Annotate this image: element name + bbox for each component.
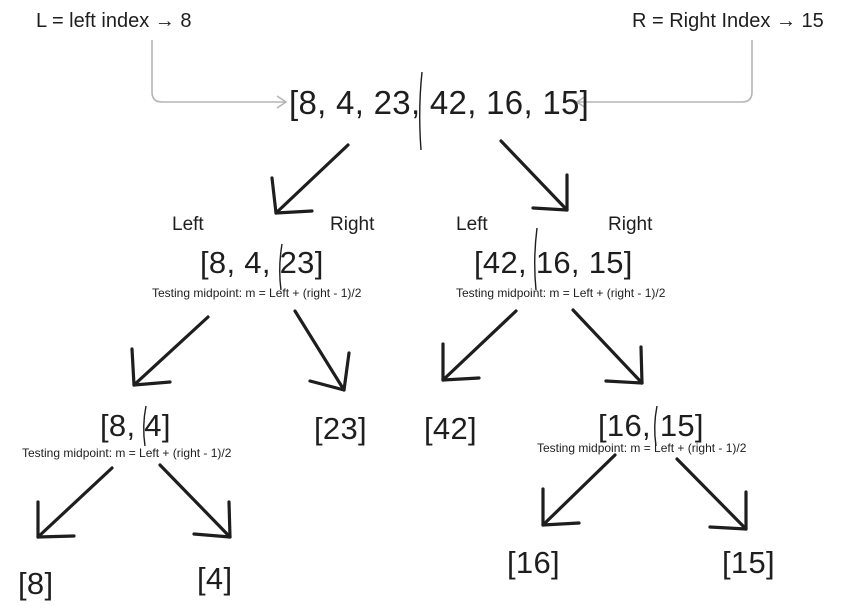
arrow-left-to-23	[293, 309, 346, 392]
right-subtree-right-label: Right	[608, 214, 653, 235]
pair-16-15-split-marker	[654, 405, 658, 447]
arrowhead-pair-to-4	[192, 500, 232, 539]
arrow-root-left	[274, 143, 350, 215]
arrowhead-left-to-23	[308, 351, 351, 392]
left-subtree-right-label: Right	[330, 214, 375, 235]
arrow-right-to-pair	[571, 308, 644, 385]
arrow-pair-to-16	[541, 453, 617, 527]
leaf-16: [16]	[507, 545, 560, 580]
arrowhead-root-left	[270, 176, 314, 215]
arrowhead-pair-to-16	[541, 487, 581, 527]
left-index-arrowhead	[276, 95, 288, 109]
right-subarray: [42, 16, 15]	[474, 245, 633, 280]
pair-16-15-array: [16, 15]	[598, 408, 704, 443]
left-subtree-left-label: Left	[172, 214, 204, 235]
right-subtree-left-label: Left	[456, 214, 488, 235]
arrowhead-left-to-pair	[130, 347, 172, 387]
pair-8-4-split-marker	[143, 405, 147, 447]
leaf-15: [15]	[722, 545, 775, 580]
pair-16-15-midpoint-note: Testing midpoint: m = Left + (right - 1)…	[537, 441, 747, 455]
arrow-pair-to-8	[36, 466, 114, 539]
root-split-marker	[419, 71, 423, 151]
arrow-root-right	[499, 139, 569, 212]
arrow-left-to-pair	[132, 315, 210, 387]
arrowhead-pair-to-15	[708, 490, 748, 531]
left-midpoint-note: Testing midpoint: m = Left + (right - 1)…	[152, 286, 362, 300]
left-subarray: [8, 4, 23]	[200, 245, 324, 280]
right-index-label: R = Right Index → 15	[632, 10, 824, 32]
left-index-connector	[151, 40, 285, 103]
leaf-4: [4]	[197, 561, 233, 596]
pair-8-4-midpoint-note: Testing midpoint: m = Left + (right - 1)…	[22, 446, 232, 460]
leaf-42: [42]	[424, 411, 477, 446]
right-midpoint-note: Testing midpoint: m = Left + (right - 1)…	[456, 286, 666, 300]
arrow-pair-to-4	[158, 463, 232, 539]
right-index-connector	[578, 40, 753, 103]
pair-8-4-array: [8, 4]	[100, 408, 171, 443]
arrow-pair-to-15	[675, 457, 748, 531]
right-index-arrowhead	[575, 95, 587, 109]
leaf-23: [23]	[314, 411, 367, 446]
right-split-marker	[534, 227, 538, 291]
leaf-8: [8]	[18, 566, 54, 601]
left-split-marker	[279, 243, 283, 291]
arrowhead-right-to-pair	[604, 345, 644, 385]
root-array: [8, 4, 23, 42, 16, 15]	[289, 84, 590, 121]
arrowhead-right-to-42	[441, 342, 481, 382]
arrow-right-to-42	[441, 309, 518, 382]
arrowhead-root-right	[531, 173, 569, 212]
left-index-label: L = left index → 8	[36, 10, 192, 32]
arrowhead-pair-to-8	[36, 500, 76, 539]
